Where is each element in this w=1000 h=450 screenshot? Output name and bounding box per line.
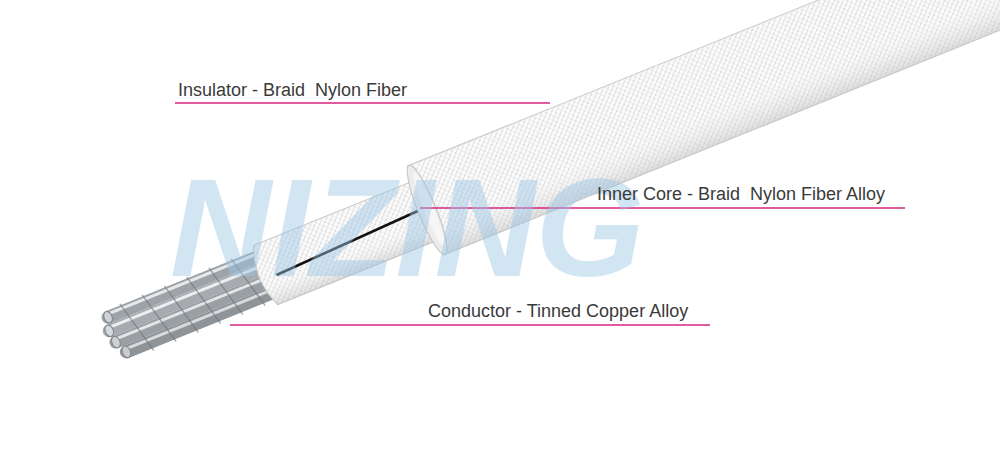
part-label: Conductor - Tinned Copper Alloy — [428, 300, 688, 322]
part-label: Inner Core - Braid Nylon Fiber Alloy — [597, 183, 885, 205]
cable — [90, 0, 1000, 383]
leader-line — [175, 102, 550, 103]
watermark: NIZING — [170, 158, 644, 298]
part-label: Insulator - Braid Nylon Fiber — [178, 79, 407, 101]
leader-line — [230, 324, 710, 325]
